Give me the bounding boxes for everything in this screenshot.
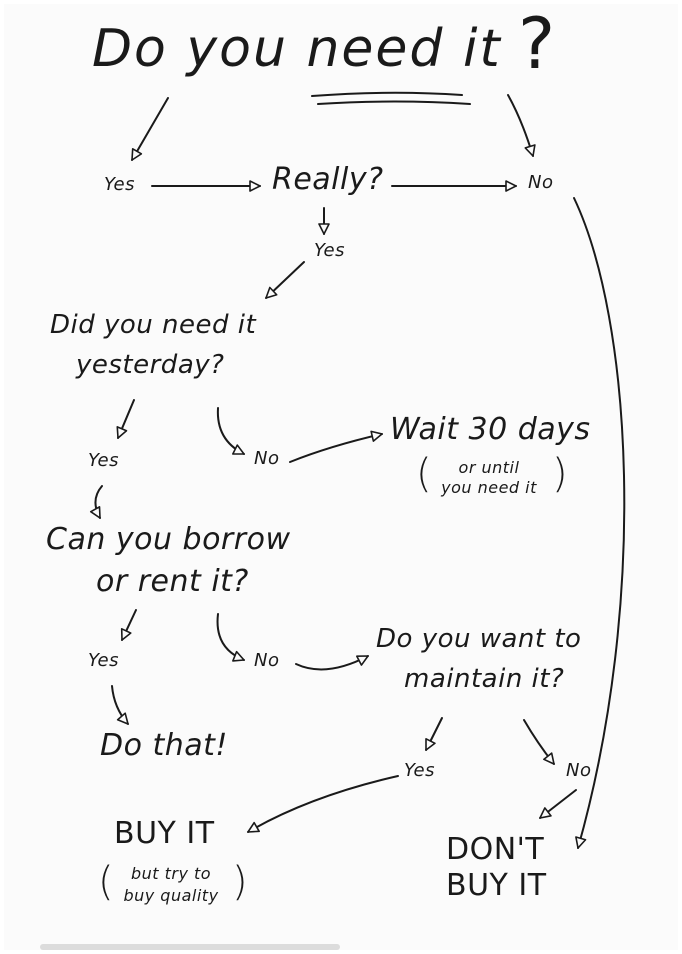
node-really: Really? [272, 162, 384, 197]
arrow-borrow-no [216, 613, 245, 662]
label-yes-4: Yes [88, 650, 119, 671]
arrow-no-dont-long [573, 197, 626, 849]
wait-note-paren-close: ) [552, 451, 568, 497]
arrow-yes-dothat [111, 685, 129, 725]
title-question-mark: ? [518, 3, 556, 85]
label-no-4: No [566, 760, 592, 781]
node-borrow-line2: or rent it? [96, 564, 249, 599]
arrow-no-dont [539, 789, 577, 819]
title-underline-1 [311, 91, 463, 97]
title-part1: Do you [92, 19, 307, 79]
node-maintain-line2: maintain it? [404, 664, 565, 694]
bottom-scroll-indicator [40, 944, 340, 950]
title-need: need [306, 19, 445, 79]
arrow-maintain-no [523, 719, 555, 765]
label-yes-5: Yes [404, 760, 435, 781]
label-no-2: No [254, 448, 280, 469]
title-underline-2 [317, 100, 471, 105]
buy-note-line2: buy quality [123, 886, 219, 905]
node-dont-line2: BUY IT [446, 868, 547, 903]
arrow-yes-buyit [247, 775, 399, 833]
arrow-maintain-yes [425, 717, 443, 751]
node-do-that: Do that! [100, 728, 228, 763]
node-yesterday-line2: yesterday? [76, 350, 225, 380]
buy-note-paren-open: ( [98, 859, 114, 905]
buy-note-line1: but try to [130, 864, 212, 883]
node-maintain-line1: Do you want to [376, 624, 582, 654]
arrow-no-wait [289, 430, 383, 463]
wait-note-line1: or until [458, 458, 520, 477]
arrow-title-no [507, 94, 536, 157]
label-yes-2: Yes [314, 240, 345, 261]
wait-note-line2: you need it [441, 478, 537, 497]
node-buy-it: BUY IT [114, 816, 215, 851]
arrow-yesterday-yes [116, 399, 135, 439]
label-no-1: No [528, 172, 554, 193]
buy-note-paren-close: ) [232, 859, 248, 905]
arrow-no-maintain [295, 655, 369, 671]
title: Do you need it [92, 22, 502, 77]
label-yes-3: Yes [88, 450, 119, 471]
label-yes-1: Yes [104, 174, 135, 195]
label-no-3: No [254, 650, 280, 671]
node-dont-line1: DON'T [446, 832, 545, 867]
arrow-borrow-yes [120, 609, 137, 641]
node-yesterday-line1: Did you need it [50, 310, 257, 340]
wait-note-paren-open: ( [416, 451, 432, 497]
arrow-title-yes [131, 97, 169, 161]
arrow-yesterday-no [216, 407, 245, 455]
title-part2: it [444, 19, 502, 79]
node-wait-30-days: Wait 30 days [390, 412, 591, 447]
arrow-yes-yesterday [265, 261, 305, 299]
node-borrow-line1: Can you borrow [46, 522, 291, 557]
arrow-yes-borrow [89, 485, 103, 519]
